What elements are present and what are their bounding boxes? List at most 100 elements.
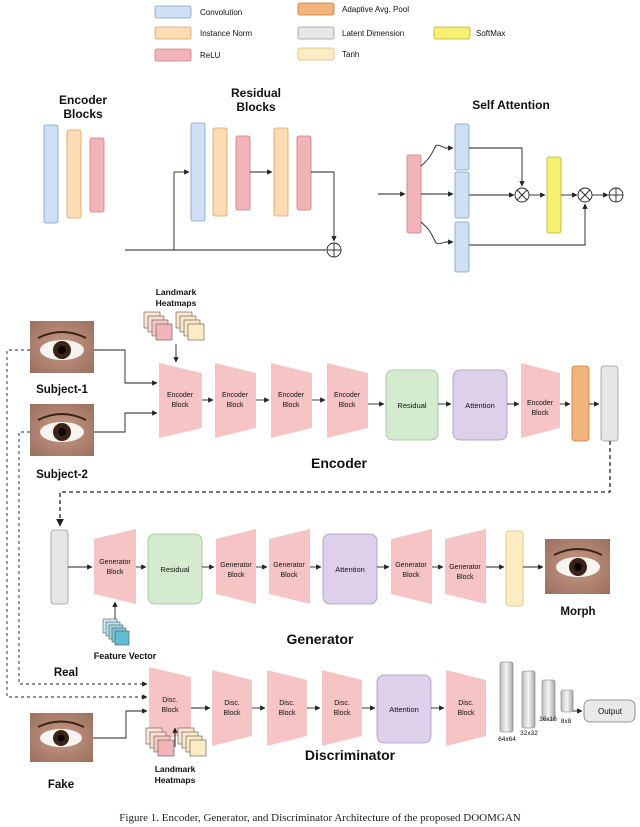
feature-map-32 [521,670,536,729]
landmark-heatmaps-icon [145,727,207,757]
legend-relu: ReLU [154,48,221,62]
conv-layer [454,221,470,273]
norm-layer [212,127,228,217]
encoder-title: Encoder [311,455,368,471]
legend-instance-norm-label: Instance Norm [200,29,252,38]
encoder-residual-block: Residual [385,369,439,441]
relu-layer [406,154,422,234]
generator-block-label: Generator [220,562,252,569]
generator-block-label: Generator [273,562,305,569]
real-connector-2 [18,431,148,687]
generator-residual-block: Residual [147,533,203,605]
disc-block-3: Disc. Block [267,670,307,746]
encoder-block-label: Block [171,402,189,409]
encoder-blocks-detail: Encoder Blocks [43,93,107,224]
encoder-block-label: Encoder [278,392,305,399]
encoder-blocks-title-2: Blocks [63,107,103,121]
feature-map-64-label: 64x64 [498,736,516,743]
disc-block-4: Disc. Block [322,670,362,746]
real-connector-1 [6,349,148,700]
legend-tanh: Tanh [297,47,359,61]
conv-layer [43,124,59,224]
subject-1-image [30,321,94,373]
encoder-block-label: Block [282,402,300,409]
disc-attention-block: Attention [376,674,432,744]
conv-layer [190,122,206,222]
feature-map-32-label: 32x32 [520,730,538,737]
disc-block-label: Disc. [334,700,350,707]
encoder-block-label: Block [226,402,244,409]
disc-block-label: Disc. [162,697,178,704]
feature-map-8-label: 8x8 [561,718,572,725]
generator-block-4: Generator Block [391,529,432,604]
legend-convolution-label: Convolution [200,8,242,17]
generator-block-label: Generator [395,562,427,569]
figure-caption: Figure 1. Encoder, Generator, and Discri… [119,812,521,824]
legend-convolution: Convolution [154,5,242,19]
output-label: Output [598,707,623,716]
subject-2-image [30,404,94,456]
disc-block-label: Disc. [224,700,240,707]
discriminator-section: Real Fake Disc. Block Disc. Block Disc. … [30,661,636,791]
encoder-block-label: Encoder [334,392,361,399]
encoder-block-4: Encoder Block [327,363,368,438]
generator-block-label: Block [280,572,298,579]
norm-layer [66,129,82,219]
encoder-block-3: Encoder Block [271,363,312,438]
morph-image [545,539,610,594]
generator-attention-block: Attention [322,533,378,605]
residual-label: Residual [160,565,190,574]
residual-label: Residual [397,401,427,410]
disc-block-label: Block [161,707,179,714]
legend-softmax-label: SoftMax [476,29,505,38]
encoder-section: Landmark Heatmaps Subject-1 [30,287,619,481]
legend-softmax: SoftMax [433,26,505,40]
encoder-attention-block: Attention [452,369,508,441]
latent-dimension-layer [600,365,619,442]
legend-adaptive-pool: Adaptive Avg. Pool [297,2,409,16]
legend-latent: Latent Dimension [297,26,404,40]
subject-1-label: Subject-1 [36,384,88,396]
feature-vector-icon [102,618,130,646]
generator-block-label: Block [402,572,420,579]
legend-relu-label: ReLU [200,51,221,60]
conv-layer [454,171,470,219]
attention-label: Attention [389,705,419,714]
disc-block-label: Block [223,710,241,717]
subject-2-label: Subject-2 [36,469,88,481]
encoder-block-label: Block [531,410,549,417]
generator-block-2: Generator Block [216,529,256,604]
disc-block-label: Disc. [279,700,295,707]
generator-title: Generator [287,631,354,647]
residual-blocks-title-1: Residual [231,86,281,100]
encoder-block-label: Encoder [527,400,554,407]
relu-layer [235,135,251,211]
legend-instance-norm: Instance Norm [154,26,252,40]
relu-layer [296,135,312,211]
legend-tanh-label: Tanh [342,50,359,59]
latent-input [50,529,69,605]
encoder-block-label: Block [338,402,356,409]
disc-block-label: Block [278,710,296,717]
feature-map-16 [541,679,556,721]
softmax-layer [546,156,562,234]
encoder-block-5: Encoder Block [521,363,560,438]
generator-block-3: Generator Block [269,529,310,604]
encoder-block-2: Encoder Block [215,363,256,438]
generator-block-5: Generator Block [445,529,486,604]
norm-layer [273,127,289,217]
disc-block-label: Disc. [458,700,474,707]
feature-map-64 [499,661,514,733]
relu-layer [89,137,105,213]
encoder-blocks-title-1: Encoder [59,93,107,107]
landmark-heatmaps-icon [143,311,205,341]
feature-map-8 [560,689,574,713]
encoder-landmark-label-2: Heatmaps [156,298,197,308]
generator-block-label: Generator [99,559,131,566]
feature-vector-label: Feature Vector [94,651,157,661]
disc-landmark-label-2: Heatmaps [155,775,196,785]
self-attention-title: Self Attention [472,98,550,112]
residual-blocks-detail: Residual Blocks [125,86,342,258]
generator-block-label: Block [456,574,474,581]
